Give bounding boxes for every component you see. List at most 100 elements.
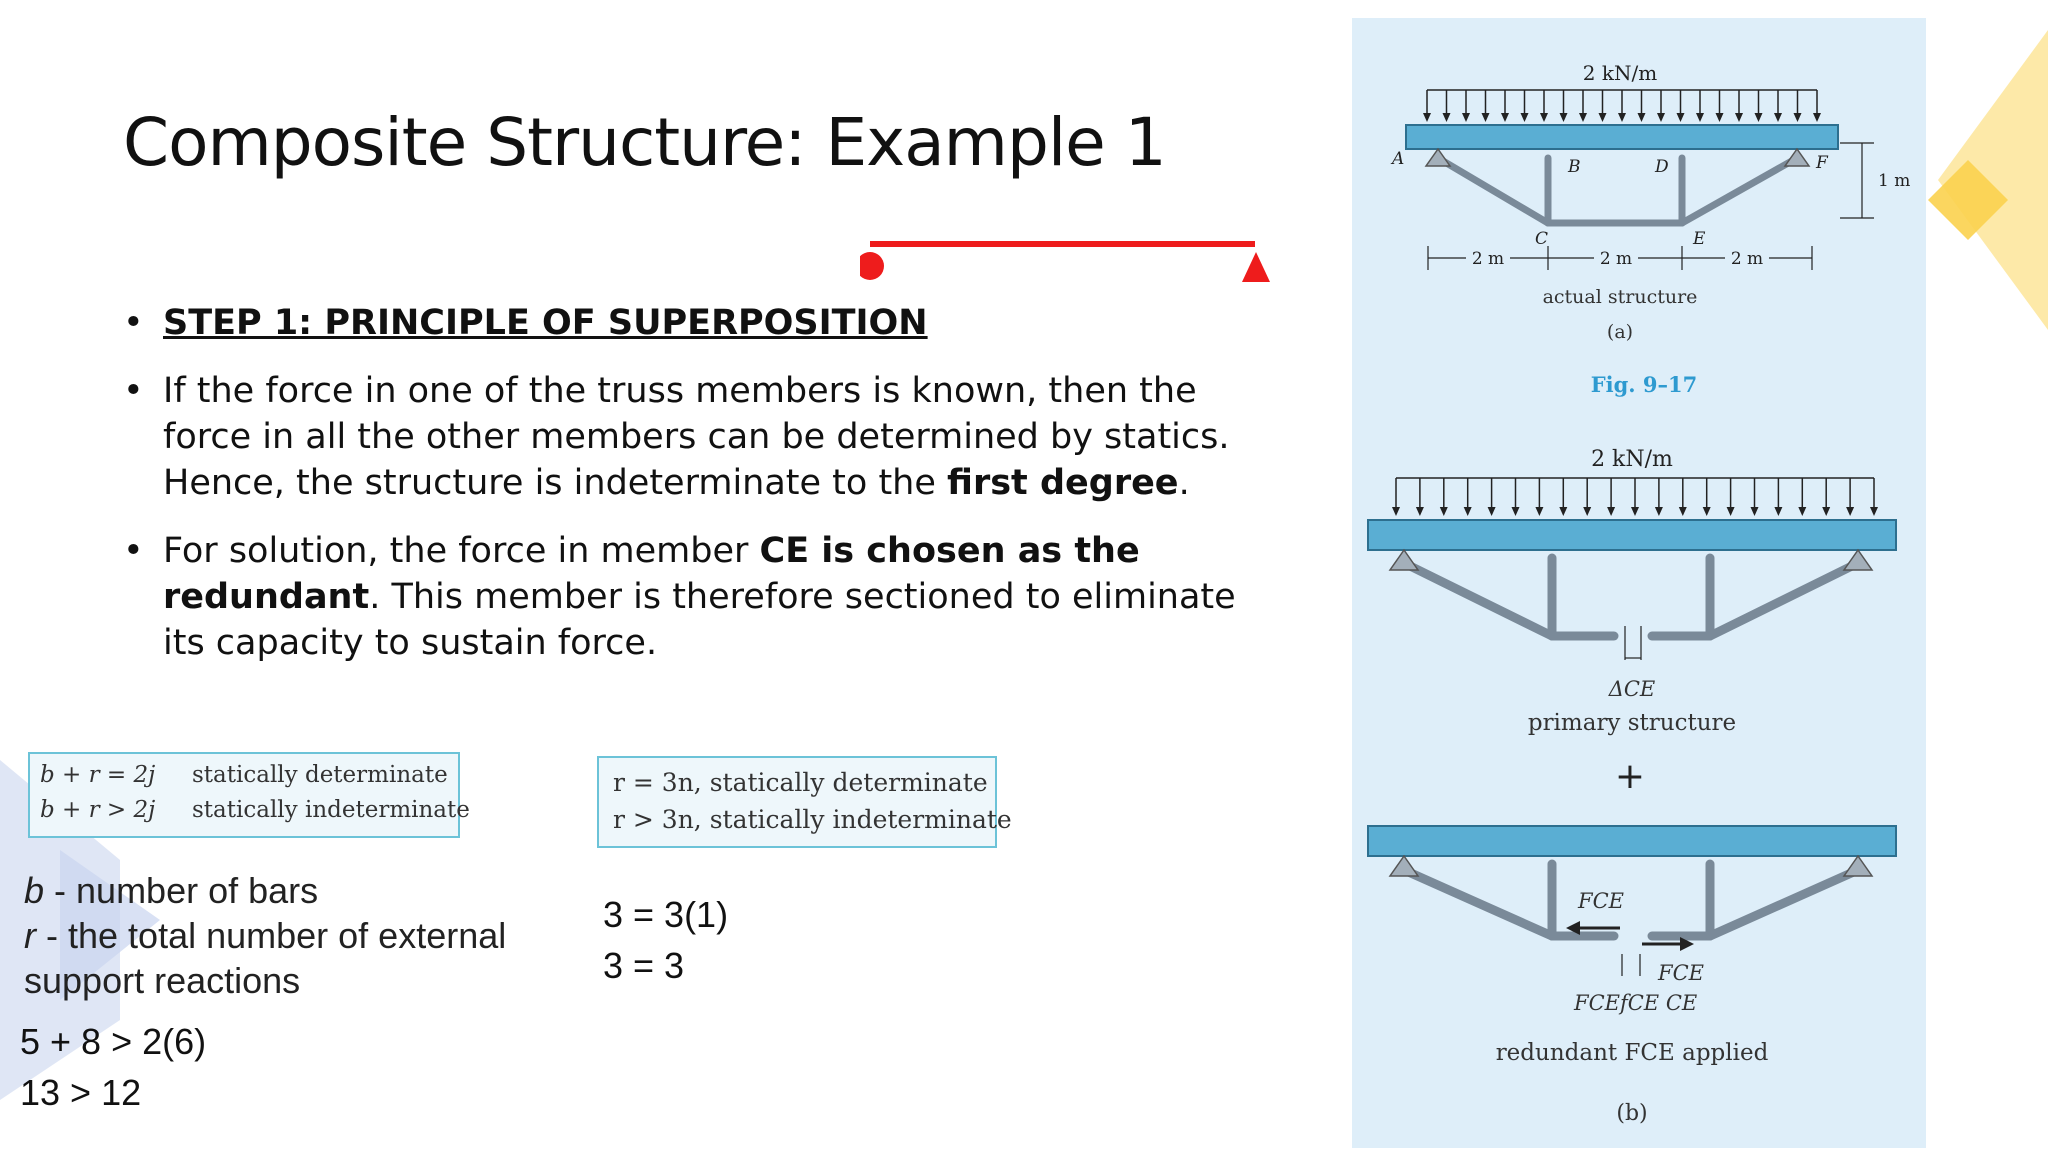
caption-redundant: redundant FCE applied [1496, 1040, 1769, 1066]
load-arrow-head [1774, 113, 1782, 122]
background-corner-shape [0, 760, 160, 1100]
caption-actual: actual structure [1543, 286, 1698, 308]
bullet3-bold: CE is chosen as the redundant [163, 531, 1140, 617]
load-arrow-head [1462, 113, 1470, 122]
load-arrow-head [1735, 113, 1743, 122]
load-arrow-head [1654, 507, 1663, 516]
load-arrow-head [1487, 507, 1496, 516]
caption-primary: primary structure [1528, 710, 1736, 736]
def-b-text: - number of bars [44, 870, 319, 911]
load-arrow-head [1481, 113, 1490, 122]
symbol-definitions: b - number of bars r - the total number … [24, 868, 564, 1003]
load-arrow-head [1793, 113, 1802, 122]
truss-text-1: statically determinate [192, 762, 448, 788]
def-b-symbol: b [24, 870, 45, 911]
truss-eq-1: b + r = 2j [40, 762, 156, 788]
load-arrow-head [1870, 507, 1878, 516]
load-arrow-head [1579, 113, 1587, 122]
frame-calc-line-2: 3 = 3 [603, 945, 685, 986]
redundant-force-labels: FCE FCE FCEfCE CE [1573, 889, 1704, 1015]
def-r-symbol: r [24, 915, 36, 956]
truss-figure: 2 kN/m A B D F C E 2 m 2 m 2 m [1367, 61, 1910, 1126]
load-arrow-head [1463, 507, 1472, 516]
load-arrow-head [1813, 113, 1821, 122]
load-arrow-head [1726, 507, 1735, 516]
truss-members-primary [1399, 553, 1863, 641]
delta-gap-marker [1624, 626, 1642, 660]
load-arrow-head [1754, 113, 1763, 122]
redundant-gap-marker [1621, 954, 1641, 976]
frame-row-1: r = 3n, statically determinate [613, 768, 988, 797]
joint-E: E [1692, 229, 1706, 249]
load-arrow-head [1583, 507, 1592, 516]
load-arrow-head [1559, 113, 1568, 122]
fig-label: Fig. 9–17 [1591, 372, 1698, 397]
fce-right: FCE [1657, 961, 1704, 985]
dim-1: 2 m [1472, 249, 1504, 269]
load-arrows-a [1423, 90, 1821, 122]
load-arrow-head [1607, 507, 1616, 516]
supports-redundant [1388, 854, 1874, 877]
load-arrow-head [1520, 113, 1529, 122]
bullet-superposition: If the force in one of the truss members… [123, 368, 1273, 506]
joint-D: D [1654, 157, 1669, 177]
slide-title: Composite Structure: Example 1 [123, 104, 1167, 181]
joint-F: F [1815, 153, 1829, 173]
load-arrow-head [1511, 507, 1520, 516]
bullet2-text: If the force in one of the truss members… [163, 371, 1230, 503]
fce-top: FCE [1577, 889, 1624, 913]
load-arrow-head [1392, 507, 1400, 516]
load-arrow-head [1540, 113, 1548, 122]
load-arrow-head [1702, 507, 1711, 516]
supports-a [1424, 147, 1811, 167]
load-arrow-head [1678, 507, 1687, 516]
bullet2-end: . [1178, 463, 1190, 503]
load-arrow-head [1415, 507, 1424, 516]
decorative-yellow-shapes [1928, 30, 2048, 330]
sub-b: (b) [1616, 1101, 1647, 1126]
load-arrow-head [1423, 113, 1431, 122]
joint-labels-a: A B D F C E [1390, 149, 1829, 249]
joint-B: B [1567, 157, 1581, 177]
load-arrow-head [1750, 507, 1759, 516]
joint-A: A [1390, 149, 1404, 169]
dim-2: 2 m [1600, 249, 1632, 269]
plus-sign: + [1615, 756, 1645, 797]
load-arrow-head [1822, 507, 1831, 516]
frame-calc-line-1: 3 = 3(1) [603, 894, 729, 935]
load-arrow-head [1637, 113, 1646, 122]
truss-calculation: 5 + 8 > 2(6) 13 > 12 [20, 1016, 206, 1118]
beam-primary [1367, 519, 1897, 551]
bullet-step1: STEP 1: PRINCIPLE OF SUPERPOSITION [123, 300, 1273, 346]
load-arrow-head [1442, 113, 1451, 122]
bullet2-bold: first degree [947, 463, 1179, 503]
truss-text-2: statically indeterminate [192, 797, 470, 823]
dimension-labels-a: 2 m 2 m 2 m 1 m [1466, 171, 1910, 269]
def-r: r - the total number of external support… [24, 913, 564, 1003]
load-arrow-head [1774, 507, 1783, 516]
load-arrow-head [1598, 113, 1607, 122]
load-arrow-head [1631, 507, 1639, 516]
frame-calculation: 3 = 3(1) 3 = 3 [603, 889, 728, 991]
load-arrow-head [1715, 113, 1724, 122]
load-arrow-head [1618, 113, 1626, 122]
bullet3-end: . This member is therefore sectioned to … [163, 577, 1236, 663]
truss-calc-line-1: 5 + 8 > 2(6) [20, 1021, 207, 1062]
sub-a: (a) [1607, 321, 1633, 343]
load-arrow-head [1501, 113, 1509, 122]
beam-a [1405, 124, 1839, 150]
frame-determinacy-box: r = 3n, statically determinate r > 3n, s… [597, 756, 1012, 848]
load-arrows-b [1392, 478, 1878, 516]
truss-calc-line-2: 13 > 12 [20, 1072, 142, 1113]
delta-ce-label: ΔCE [1608, 677, 1656, 701]
load-arrow-head [1559, 507, 1568, 516]
def-r-text: - the total number of external support r… [24, 915, 507, 1001]
bullet-redundant: For solution, the force in member CE is … [123, 528, 1273, 666]
load-arrow-head [1676, 113, 1685, 122]
load-arrow-head [1439, 507, 1448, 516]
redundant-force-arrows [1566, 921, 1694, 951]
load-arrow-head [1696, 113, 1704, 122]
truss-members-redundant [1399, 859, 1863, 941]
truss-determinacy-box: b + r = 2j statically determinate b + r … [28, 752, 470, 838]
supports-primary [1388, 548, 1874, 571]
